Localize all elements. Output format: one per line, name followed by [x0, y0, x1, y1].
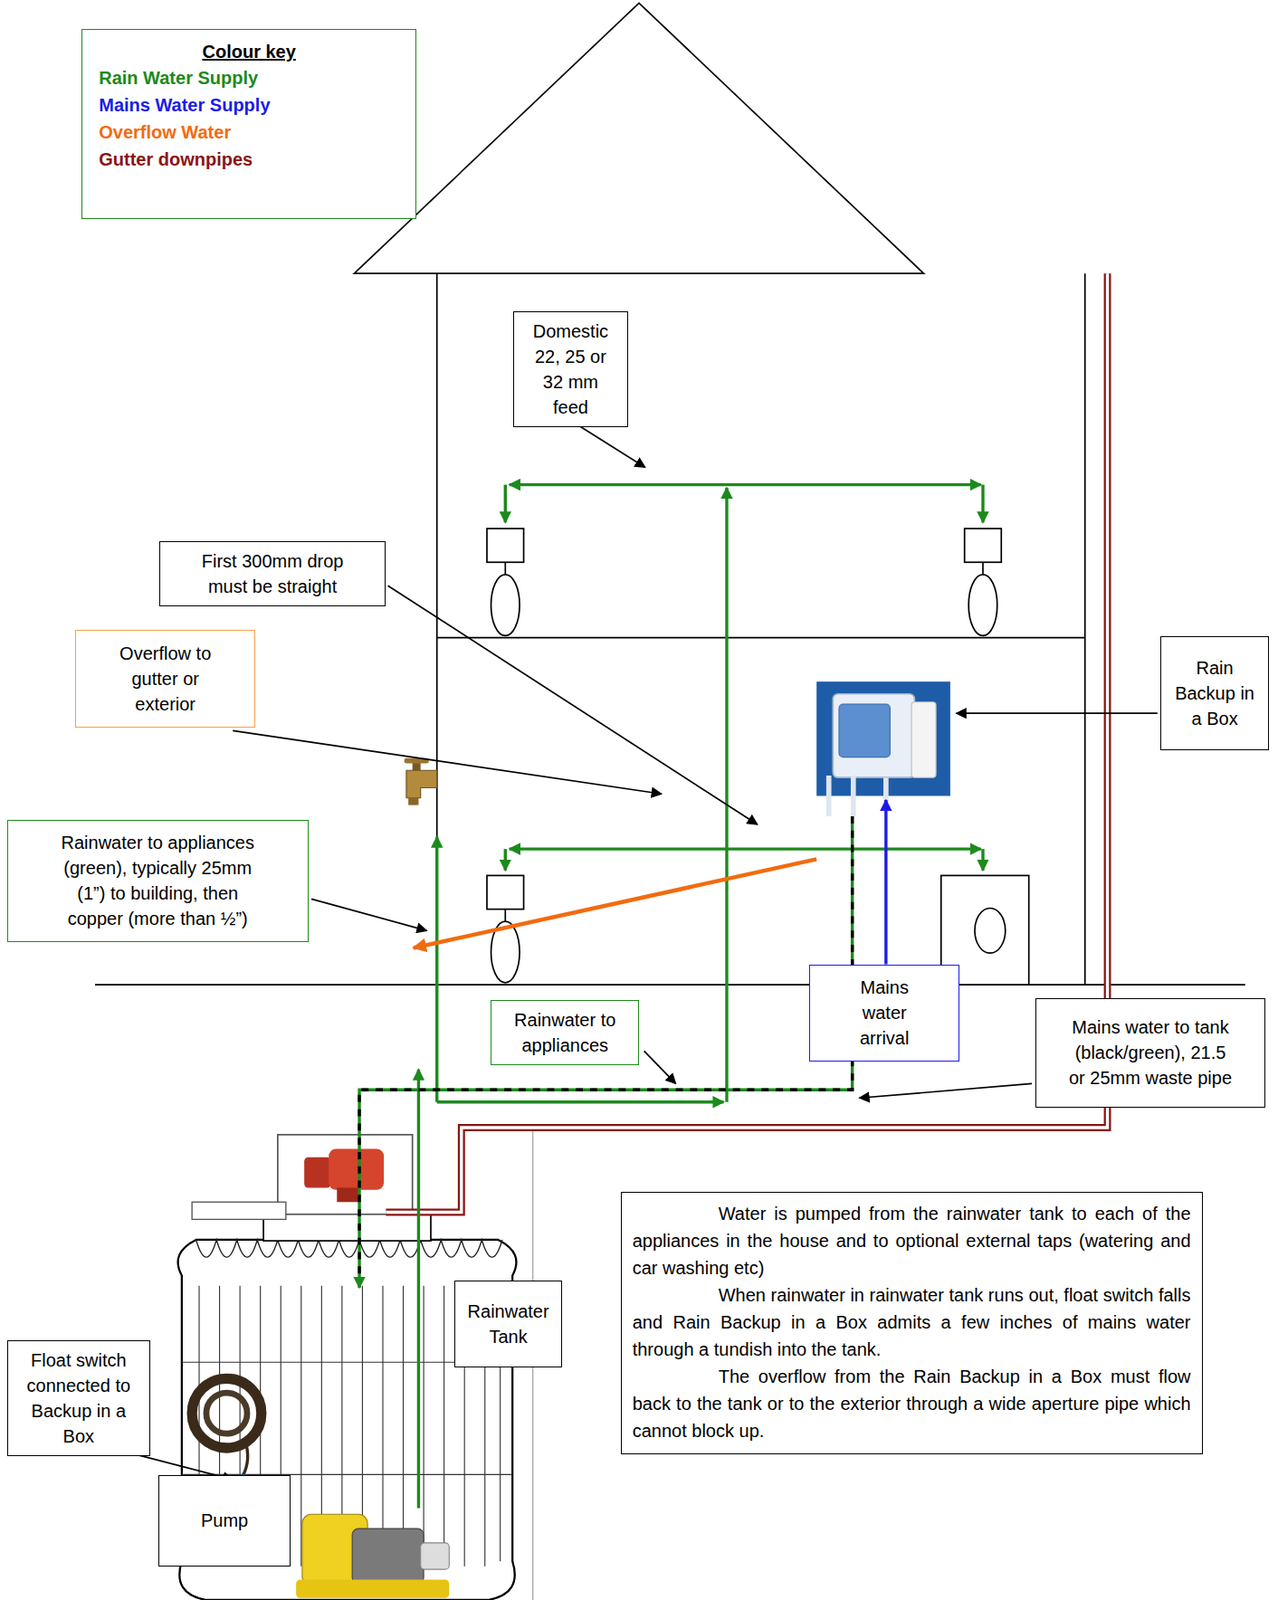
callout-box: Mains water to tank (black/green), 21.5 … [1035, 998, 1267, 1108]
leader-line [573, 422, 646, 468]
label-text: Mains water to tank (black/green), 21.5 … [1066, 1014, 1235, 1091]
rainwater-pipe [981, 485, 984, 524]
label-text: Rainwater to appliances (green), typical… [48, 829, 267, 932]
rainwater-pipe [417, 1069, 420, 1509]
toilet-cistern [964, 528, 1002, 563]
float-switch-cable [206, 1392, 248, 1434]
leader-line [388, 585, 758, 825]
leader-line [859, 1083, 1033, 1098]
filter-body [328, 1149, 384, 1191]
pump-base [295, 1579, 449, 1598]
legend-swatch: Mains Water Supply [98, 95, 270, 115]
legend-entry: Gutter downpipes [98, 145, 400, 173]
callout-box: Mains water arrival [809, 964, 960, 1062]
legend-entry: Rain Water Supply [98, 64, 400, 92]
pump-outlet [420, 1543, 450, 1570]
backup-unit-pipes [829, 775, 887, 817]
toilet-stem [504, 562, 506, 575]
tank-neck [263, 1212, 431, 1242]
legend-swatch: Overflow Water [98, 122, 231, 143]
toilet-cistern [486, 528, 525, 563]
floor-line [437, 637, 1086, 639]
house-wall [437, 273, 1086, 985]
washing-machine-door [974, 908, 1006, 954]
label-text: First 300mm drop must be straight [181, 548, 363, 600]
toilet-cistern [486, 875, 525, 909]
label-text: Rain Backup in a Box [1172, 655, 1259, 732]
tap-body [406, 770, 438, 798]
callout-box: Overflow to gutter or exterior [75, 629, 255, 728]
callout-box: Rainwater to appliances (green), typical… [7, 820, 309, 943]
leader-line [232, 730, 662, 794]
toilet-bowl [968, 574, 998, 637]
callout-box: Rain Backup in a Box [1160, 636, 1269, 751]
rainwater-pipe [509, 847, 727, 850]
overflow-pipe [413, 858, 817, 948]
legend-text: Overflow Water [98, 122, 231, 143]
ground-line [95, 983, 1246, 986]
float-switch-cable [191, 1378, 262, 1449]
label-text: Float switch connected to Backup in a Bo… [24, 1347, 134, 1450]
backup-unit-side [911, 702, 936, 778]
callout-box: First 300mm drop must be straight [159, 541, 386, 607]
legend-text: Rain Water Supply [98, 67, 258, 88]
callout-box: Rainwater to appliances [490, 1000, 639, 1066]
filter-body [336, 1187, 360, 1202]
toilet-stem [504, 909, 506, 923]
note-paragraph: Water is pumped from the rainwater tank … [632, 1200, 1192, 1282]
leader-line [311, 898, 427, 931]
label-text: Overflow to gutter or exterior [112, 640, 220, 717]
legend-text: Gutter downpipes [98, 149, 253, 170]
tank-ribs [196, 1239, 503, 1258]
note-paragraph: The overflow from the Rain Backup in a B… [632, 1363, 1192, 1445]
note-paragraph: When rainwater in rainwater tank runs ou… [632, 1281, 1192, 1364]
house-roof [353, 2, 924, 274]
legend-title: Colour key [98, 38, 400, 65]
toilet-stem [982, 562, 984, 575]
legend-box: Colour keyRain Water SupplyMains Water S… [81, 28, 417, 220]
tank-lid [277, 1134, 413, 1215]
legend-entry: Mains Water Supply [98, 91, 400, 119]
leader-line [644, 1050, 677, 1084]
rainwater-pipe [509, 483, 727, 487]
label-text: Rainwater Tank [463, 1298, 554, 1350]
callout-box: Domestic 22, 25 or 32 mm feed [513, 311, 628, 428]
label-text: Mains water arrival [841, 974, 928, 1051]
rainwater-pipe [726, 483, 982, 487]
leader-line [956, 712, 1158, 715]
tap-spout [408, 798, 419, 806]
rainwater-pipe [504, 848, 507, 871]
label-text: Pump [200, 1507, 248, 1534]
part-label-box: Pump [158, 1475, 292, 1568]
note-box: Water is pumped from the rainwater tank … [620, 1192, 1203, 1455]
pump-motor [352, 1528, 424, 1584]
gutter-downpipe [385, 273, 1107, 1212]
mains-pipe [884, 800, 887, 965]
label-text: Domestic 22, 25 or 32 mm feed [524, 318, 617, 420]
label-text: Rainwater to appliances [501, 1007, 629, 1059]
rainwater-pipe [504, 485, 507, 524]
toilet-bowl [491, 574, 521, 637]
backup-unit-housing [832, 694, 915, 778]
legend-swatch: Gutter downpipes [98, 149, 253, 170]
rainwater-pipe [437, 1100, 725, 1104]
rainwater-pipe [724, 487, 728, 1103]
backup-unit-window [839, 704, 890, 758]
legend-entry: Overflow Water [98, 118, 400, 146]
gutter-downpipe [385, 273, 1107, 1212]
legend-swatch: Rain Water Supply [98, 67, 258, 88]
part-label-box: Float switch connected to Backup in a Bo… [7, 1340, 151, 1457]
rainwater-pipe [435, 837, 439, 1103]
rainwater-pipe [981, 848, 984, 871]
filter-body [304, 1157, 331, 1189]
part-label-box: Rainwater Tank [454, 1280, 563, 1368]
legend-text: Mains Water Supply [98, 95, 270, 115]
float-switch-cable [243, 1440, 248, 1476]
tank-inlet-pipe [191, 1201, 287, 1220]
